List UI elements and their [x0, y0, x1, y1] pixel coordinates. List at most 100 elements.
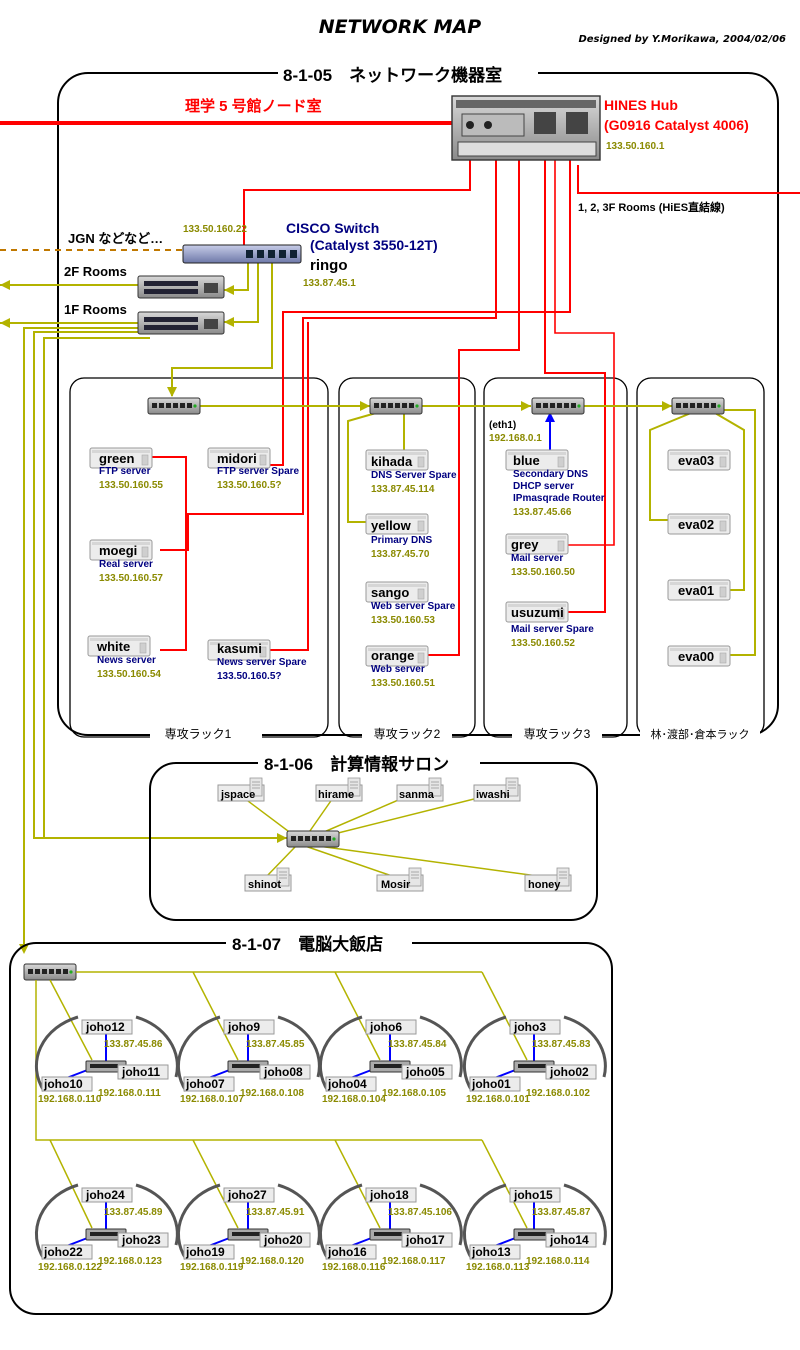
svg-text:kihada: kihada — [371, 454, 413, 469]
server-kasumi: kasumi News server Spare 133.50.160.5? — [207, 639, 307, 682]
joho-right-ip: 192.168.0.114 — [526, 1256, 590, 1267]
jgn-label: JGN などなど… — [68, 231, 163, 246]
server-moegi: moegi Real server 133.50.160.57 — [89, 539, 163, 584]
joho-left-ip: 192.168.0.119 — [180, 1262, 244, 1273]
server-eva03: eva03 — [667, 449, 731, 471]
svg-text:133.50.160.55: 133.50.160.55 — [99, 480, 163, 491]
joho-left-name: joho04 — [327, 1077, 367, 1091]
joho-right-ip: 192.168.0.102 — [526, 1088, 590, 1099]
joho-top-name: joho27 — [227, 1188, 267, 1202]
svg-text:white: white — [96, 639, 130, 654]
cisco-ip-top: 133.50.160.22 — [183, 224, 247, 235]
svg-text:jspace: jspace — [220, 789, 255, 801]
joho-cluster: joho27133.87.45.91joho19192.168.0.119joh… — [176, 1183, 321, 1273]
joho-top-name: joho18 — [369, 1188, 409, 1202]
server-sango: sango Web server Spare 133.50.160.53 — [365, 581, 456, 626]
restaurant-hub — [23, 963, 77, 981]
svg-text:133.50.160.50: 133.50.160.50 — [511, 567, 575, 578]
svg-text:133.50.160.52: 133.50.160.52 — [511, 638, 575, 649]
rooms-2f-label: 2F Rooms — [64, 264, 127, 279]
rack-1-label: 専攻ラック1 — [165, 727, 232, 741]
cisco-name: CISCO Switch — [286, 220, 379, 236]
server-orange: orange Web server 133.50.160.51 — [365, 645, 435, 689]
joho-right-name: joho14 — [549, 1233, 589, 1247]
page-title: NETWORK MAP — [319, 16, 482, 38]
credit-line: Designed by Y.Morikawa, 2004/02/06 — [578, 34, 786, 45]
joho-right-ip: 192.168.0.123 — [98, 1256, 162, 1267]
svg-text:133.50.160.5?: 133.50.160.5? — [217, 671, 282, 682]
svg-text:133.50.160.53: 133.50.160.53 — [371, 615, 435, 626]
joho-top-name: joho15 — [513, 1188, 553, 1202]
server-eva01: eva01 — [667, 579, 731, 601]
svg-text:133.50.160.51: 133.50.160.51 — [371, 678, 435, 689]
salon-host-hirame: hirame — [315, 777, 363, 802]
salon-host-honey: honey — [524, 867, 572, 892]
joho-cluster: joho18133.87.45.106joho16192.168.0.116jo… — [318, 1183, 463, 1273]
joho-left-name: joho07 — [185, 1077, 225, 1091]
clusters-layer: joho12133.87.45.86joho10192.168.0.110joh… — [34, 1015, 607, 1273]
restaurant-title: 8-1-07 電脳大飯店 — [232, 934, 383, 954]
joho-top-ip: 133.87.45.106 — [388, 1207, 452, 1218]
joho-right-name: joho17 — [405, 1233, 445, 1247]
svg-text:IPmasqrade Router: IPmasqrade Router — [513, 493, 605, 504]
joho-top-name: joho9 — [227, 1020, 260, 1034]
rooms-1f-label: 1F Rooms — [64, 302, 127, 317]
salon-host-shinot: shinot — [244, 867, 292, 892]
joho-top-ip: 133.87.45.89 — [104, 1207, 163, 1218]
switch-1f — [137, 311, 225, 335]
joho-top-ip: 133.87.45.87 — [532, 1207, 591, 1218]
server-blue: blue Secondary DNS DHCP server IPmasqrad… — [505, 449, 605, 518]
salon-host-jspace: jspace — [217, 777, 265, 802]
server-kihada: kihada DNS Server Spare 133.87.45.114 — [365, 449, 457, 495]
joho-right-name: joho08 — [263, 1065, 303, 1079]
svg-text:Secondary DNS: Secondary DNS — [513, 469, 588, 480]
salon-hub — [286, 830, 340, 848]
svg-text:Web server Spare: Web server Spare — [371, 601, 456, 612]
salon-frame — [149, 762, 598, 921]
svg-text:133.87.45.70: 133.87.45.70 — [371, 549, 430, 560]
eth1-ip: 192.168.0.1 — [489, 433, 542, 444]
olive-links — [0, 262, 756, 944]
joho-right-name: joho20 — [263, 1233, 303, 1247]
svg-text:sango: sango — [371, 585, 409, 600]
joho-right-name: joho11 — [121, 1065, 160, 1079]
svg-text:133.87.45.66: 133.87.45.66 — [513, 507, 572, 518]
server-white: white News server 133.50.160.54 — [87, 635, 161, 680]
joho-right-name: joho02 — [549, 1065, 589, 1079]
cisco-model: (Catalyst 3550-12T) — [310, 237, 438, 253]
svg-text:kasumi: kasumi — [217, 641, 262, 656]
joho-top-name: joho12 — [85, 1020, 125, 1034]
svg-text:DNS Server Spare: DNS Server Spare — [371, 470, 457, 481]
svg-text:News server: News server — [97, 655, 156, 666]
svg-text:FTP server Spare: FTP server Spare — [217, 466, 300, 477]
joho-right-name: joho05 — [405, 1065, 445, 1079]
joho-top-name: joho3 — [513, 1020, 546, 1034]
joho-left-name: joho16 — [327, 1245, 367, 1259]
svg-text:Mosir: Mosir — [381, 879, 411, 891]
svg-text:FTP server: FTP server — [99, 466, 151, 477]
joho-top-name: joho6 — [369, 1020, 402, 1034]
joho-top-ip: 133.87.45.85 — [246, 1039, 305, 1050]
joho-right-ip: 192.168.0.105 — [382, 1088, 446, 1099]
salon-links — [239, 794, 546, 878]
server-usuzumi: usuzumi Mail server Spare 133.50.160.52 — [505, 601, 594, 649]
svg-text:Primary DNS: Primary DNS — [371, 535, 432, 546]
server-eva02: eva02 — [667, 513, 731, 535]
rack-4-label: 林･渡部･倉本ラック — [651, 727, 750, 741]
rack-3-label: 専攻ラック3 — [524, 727, 591, 741]
svg-text:Real server: Real server — [99, 559, 153, 570]
rack3-hub — [531, 397, 585, 415]
hines-hub — [451, 95, 601, 161]
rack2-hub — [369, 397, 423, 415]
joho-cluster: joho12133.87.45.86joho10192.168.0.110joh… — [34, 1015, 179, 1105]
joho-cluster: joho3133.87.45.83joho01192.168.0.101joho… — [462, 1015, 607, 1105]
eth1-label: (eth1) — [489, 420, 516, 431]
joho-left-name: joho13 — [471, 1245, 511, 1259]
joho-top-ip: 133.87.45.91 — [246, 1207, 305, 1218]
cisco-switch — [182, 244, 302, 264]
svg-text:yellow: yellow — [371, 518, 412, 533]
hines-name: HINES Hub — [604, 97, 678, 113]
arrows — [0, 280, 672, 954]
joho-cluster: joho15133.87.45.87joho13192.168.0.113joh… — [462, 1183, 607, 1273]
